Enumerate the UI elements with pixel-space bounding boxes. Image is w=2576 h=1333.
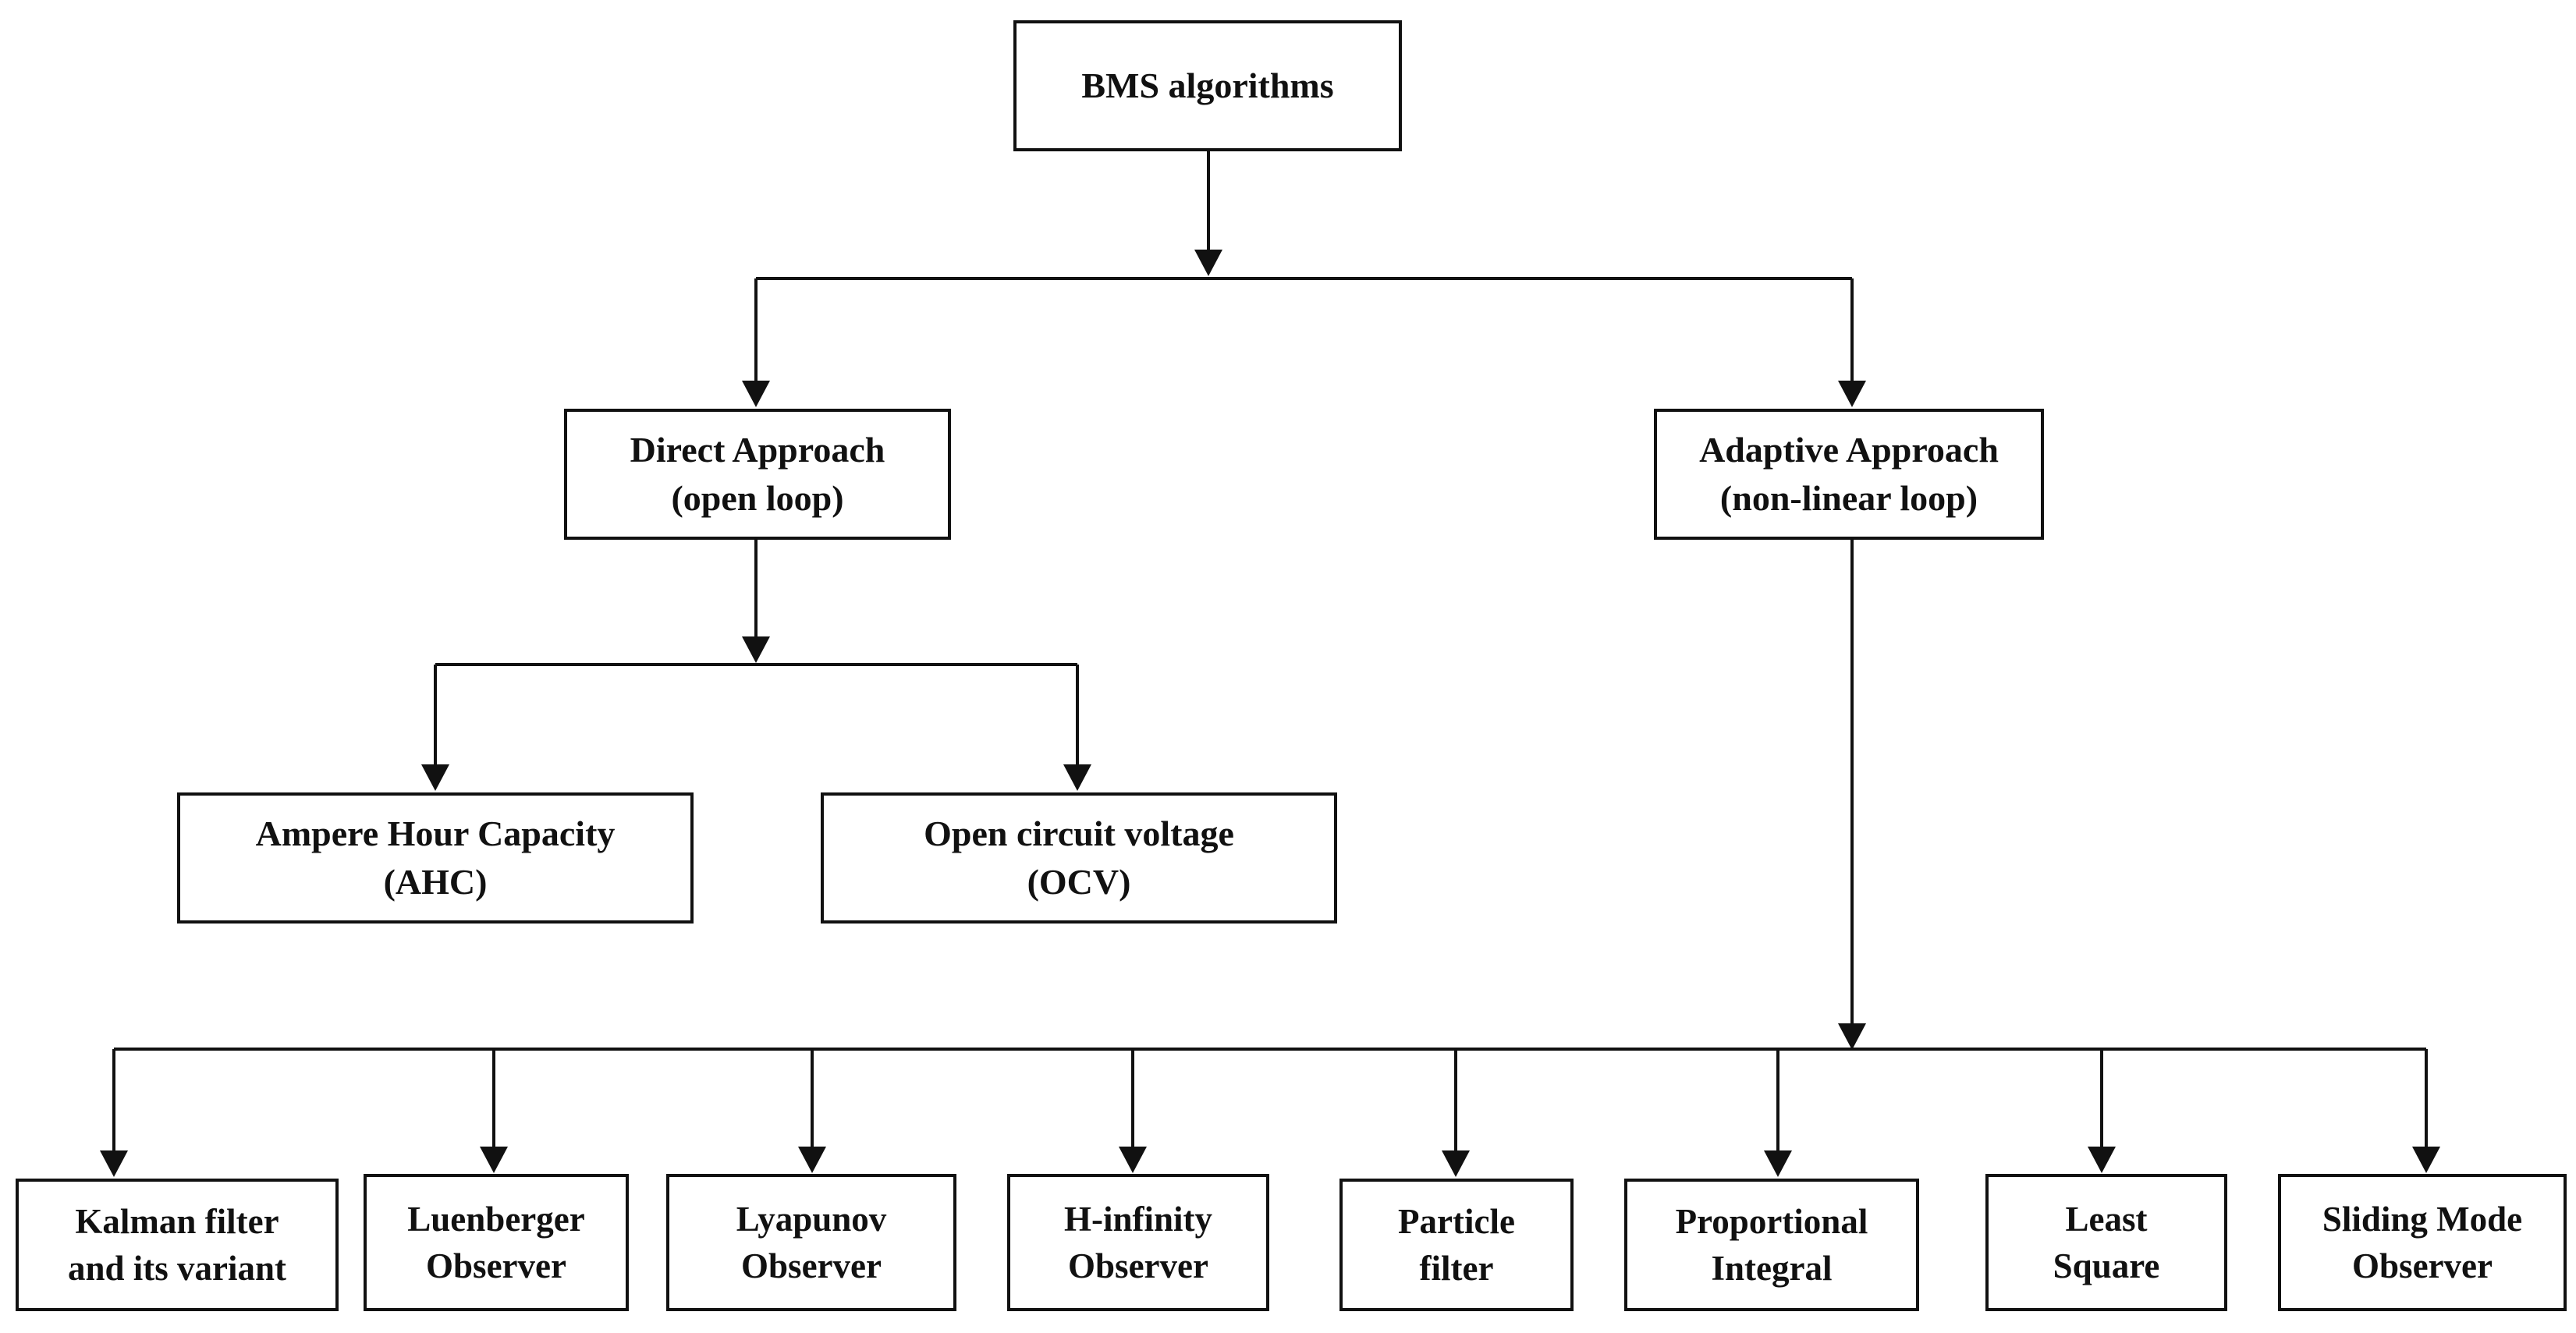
method-5-arrowhead — [1442, 1150, 1470, 1177]
method-particle-line1: Particle — [1398, 1202, 1515, 1241]
method-sliding-mode-line2: Observer — [2352, 1246, 2493, 1285]
ahc-arrowhead — [421, 764, 449, 791]
method-8-arrowhead — [2412, 1147, 2440, 1173]
ahc-title: Ampere Hour Capacity — [255, 814, 616, 853]
method-node-sliding-mode: Sliding Mode Observer — [2278, 1174, 2567, 1311]
ocv-subtitle: (OCV) — [1027, 862, 1131, 902]
method-lyapunov-line1: Lyapunov — [736, 1200, 887, 1239]
method-luenberger-line1: Luenberger — [407, 1200, 585, 1239]
direct-approach-subtitle: (open loop) — [671, 478, 844, 518]
method-4-arrowhead — [1119, 1147, 1147, 1173]
method-proportional-line1: Proportional — [1675, 1202, 1868, 1241]
method-2-arrowhead — [480, 1147, 508, 1173]
method-least-square-line2: Square — [2053, 1246, 2160, 1285]
method-node-h-infinity: H-infinity Observer — [1007, 1174, 1269, 1311]
method-node-least-square: Least Square — [1985, 1174, 2227, 1311]
method-node-luenberger: Luenberger Observer — [364, 1174, 629, 1311]
direct-approach-title: Direct Approach — [630, 430, 885, 470]
direct-down-arrowhead — [742, 636, 770, 663]
direct-approach-node: Direct Approach (open loop) — [564, 409, 951, 540]
method-sliding-mode-line1: Sliding Mode — [2322, 1200, 2523, 1239]
ocv-node: Open circuit voltage (OCV) — [821, 792, 1337, 924]
method-1-arrowhead — [100, 1150, 128, 1177]
method-3-arrowhead — [798, 1147, 826, 1173]
adaptive-down-arrowhead — [1838, 1023, 1866, 1050]
ocv-arrowhead — [1063, 764, 1091, 791]
method-particle-line2: filter — [1419, 1249, 1494, 1288]
adaptive-approach-title: Adaptive Approach — [1699, 430, 1999, 470]
method-6-arrowhead — [1764, 1150, 1792, 1177]
method-lyapunov-line2: Observer — [741, 1246, 882, 1285]
adaptive-approach-node: Adaptive Approach (non-linear loop) — [1654, 409, 2044, 540]
root-node: BMS algorithms — [1013, 20, 1402, 151]
adaptive-arrowhead — [1838, 381, 1866, 407]
ahc-node: Ampere Hour Capacity (AHC) — [177, 792, 694, 924]
method-luenberger-line2: Observer — [426, 1246, 566, 1285]
method-h-infinity-line1: H-infinity — [1063, 1200, 1213, 1239]
method-node-kalman: Kalman filter and its variant — [16, 1179, 339, 1311]
method-7-arrowhead — [2088, 1147, 2116, 1173]
method-kalman-line1: Kalman filter — [75, 1202, 279, 1241]
ahc-subtitle: (AHC) — [383, 862, 488, 902]
method-node-lyapunov: Lyapunov Observer — [666, 1174, 956, 1311]
method-node-particle: Particle filter — [1339, 1179, 1574, 1311]
method-least-square-line1: Least — [2065, 1200, 2148, 1239]
ocv-title: Open circuit voltage — [924, 814, 1234, 853]
adaptive-approach-subtitle: (non-linear loop) — [1719, 478, 1978, 518]
method-kalman-line2: and its variant — [67, 1249, 287, 1288]
method-h-infinity-line2: Observer — [1068, 1246, 1208, 1285]
method-proportional-line2: Integral — [1711, 1249, 1833, 1288]
root-arrowhead — [1194, 250, 1222, 276]
direct-arrowhead — [742, 381, 770, 407]
root-node-label: BMS algorithms — [1081, 66, 1334, 105]
method-node-proportional-integral: Proportional Integral — [1624, 1179, 1919, 1311]
